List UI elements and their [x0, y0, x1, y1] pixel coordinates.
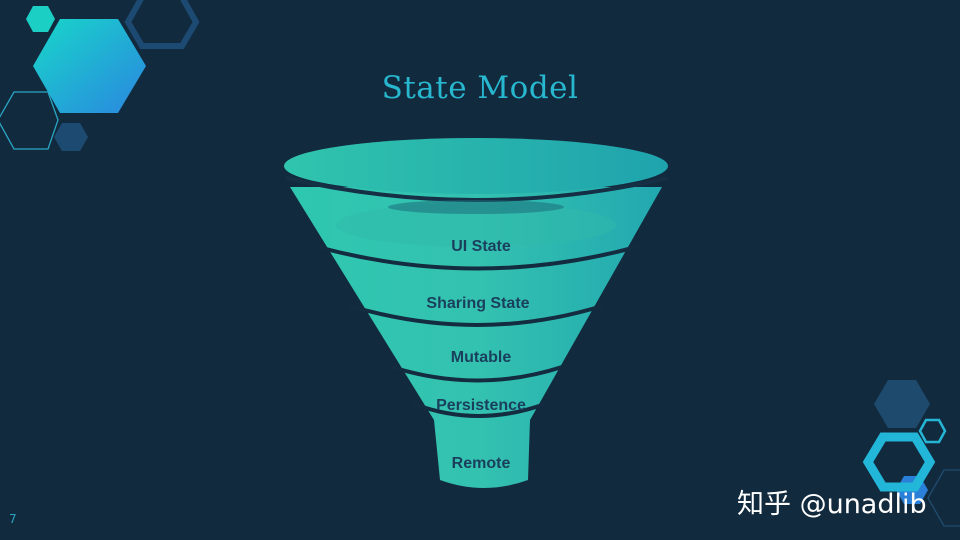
funnel-band-divider [413, 402, 546, 418]
hexagon-icon [927, 469, 960, 527]
funnel-label-sharing-state: Sharing State [426, 295, 529, 312]
funnel-label-mutable: Mutable [451, 349, 512, 366]
funnel-band-divider [317, 245, 637, 271]
funnel-label-ui-state: UI State [451, 238, 511, 255]
page-number: 7 [9, 512, 17, 526]
funnel-band-divider [391, 365, 563, 383]
hexagon-icon [33, 19, 146, 113]
hexagon-icon [54, 123, 88, 151]
funnel-diagram: UI State Sharing State Mutable Persisten… [284, 138, 669, 488]
hexagon-icon [918, 418, 947, 444]
hexagon-icon [124, 0, 200, 49]
funnel-band-divider [349, 304, 603, 327]
funnel-label-remote: Remote [452, 455, 511, 472]
funnel-rim [284, 138, 668, 194]
slide-title: State Model [381, 70, 579, 106]
watermark-text: 知乎 @unadlib [737, 489, 927, 520]
hexagon-icon [26, 6, 55, 32]
funnel-rim-edge [285, 176, 669, 202]
hexagon-icon [0, 91, 59, 150]
funnel-label-persistence: Persistence [436, 397, 526, 414]
hexagon-icon [862, 432, 936, 492]
hexagon-decoration-bottom-right [862, 380, 960, 527]
hexagon-icon [874, 380, 930, 428]
hexagon-decoration-top-left [0, 0, 200, 151]
